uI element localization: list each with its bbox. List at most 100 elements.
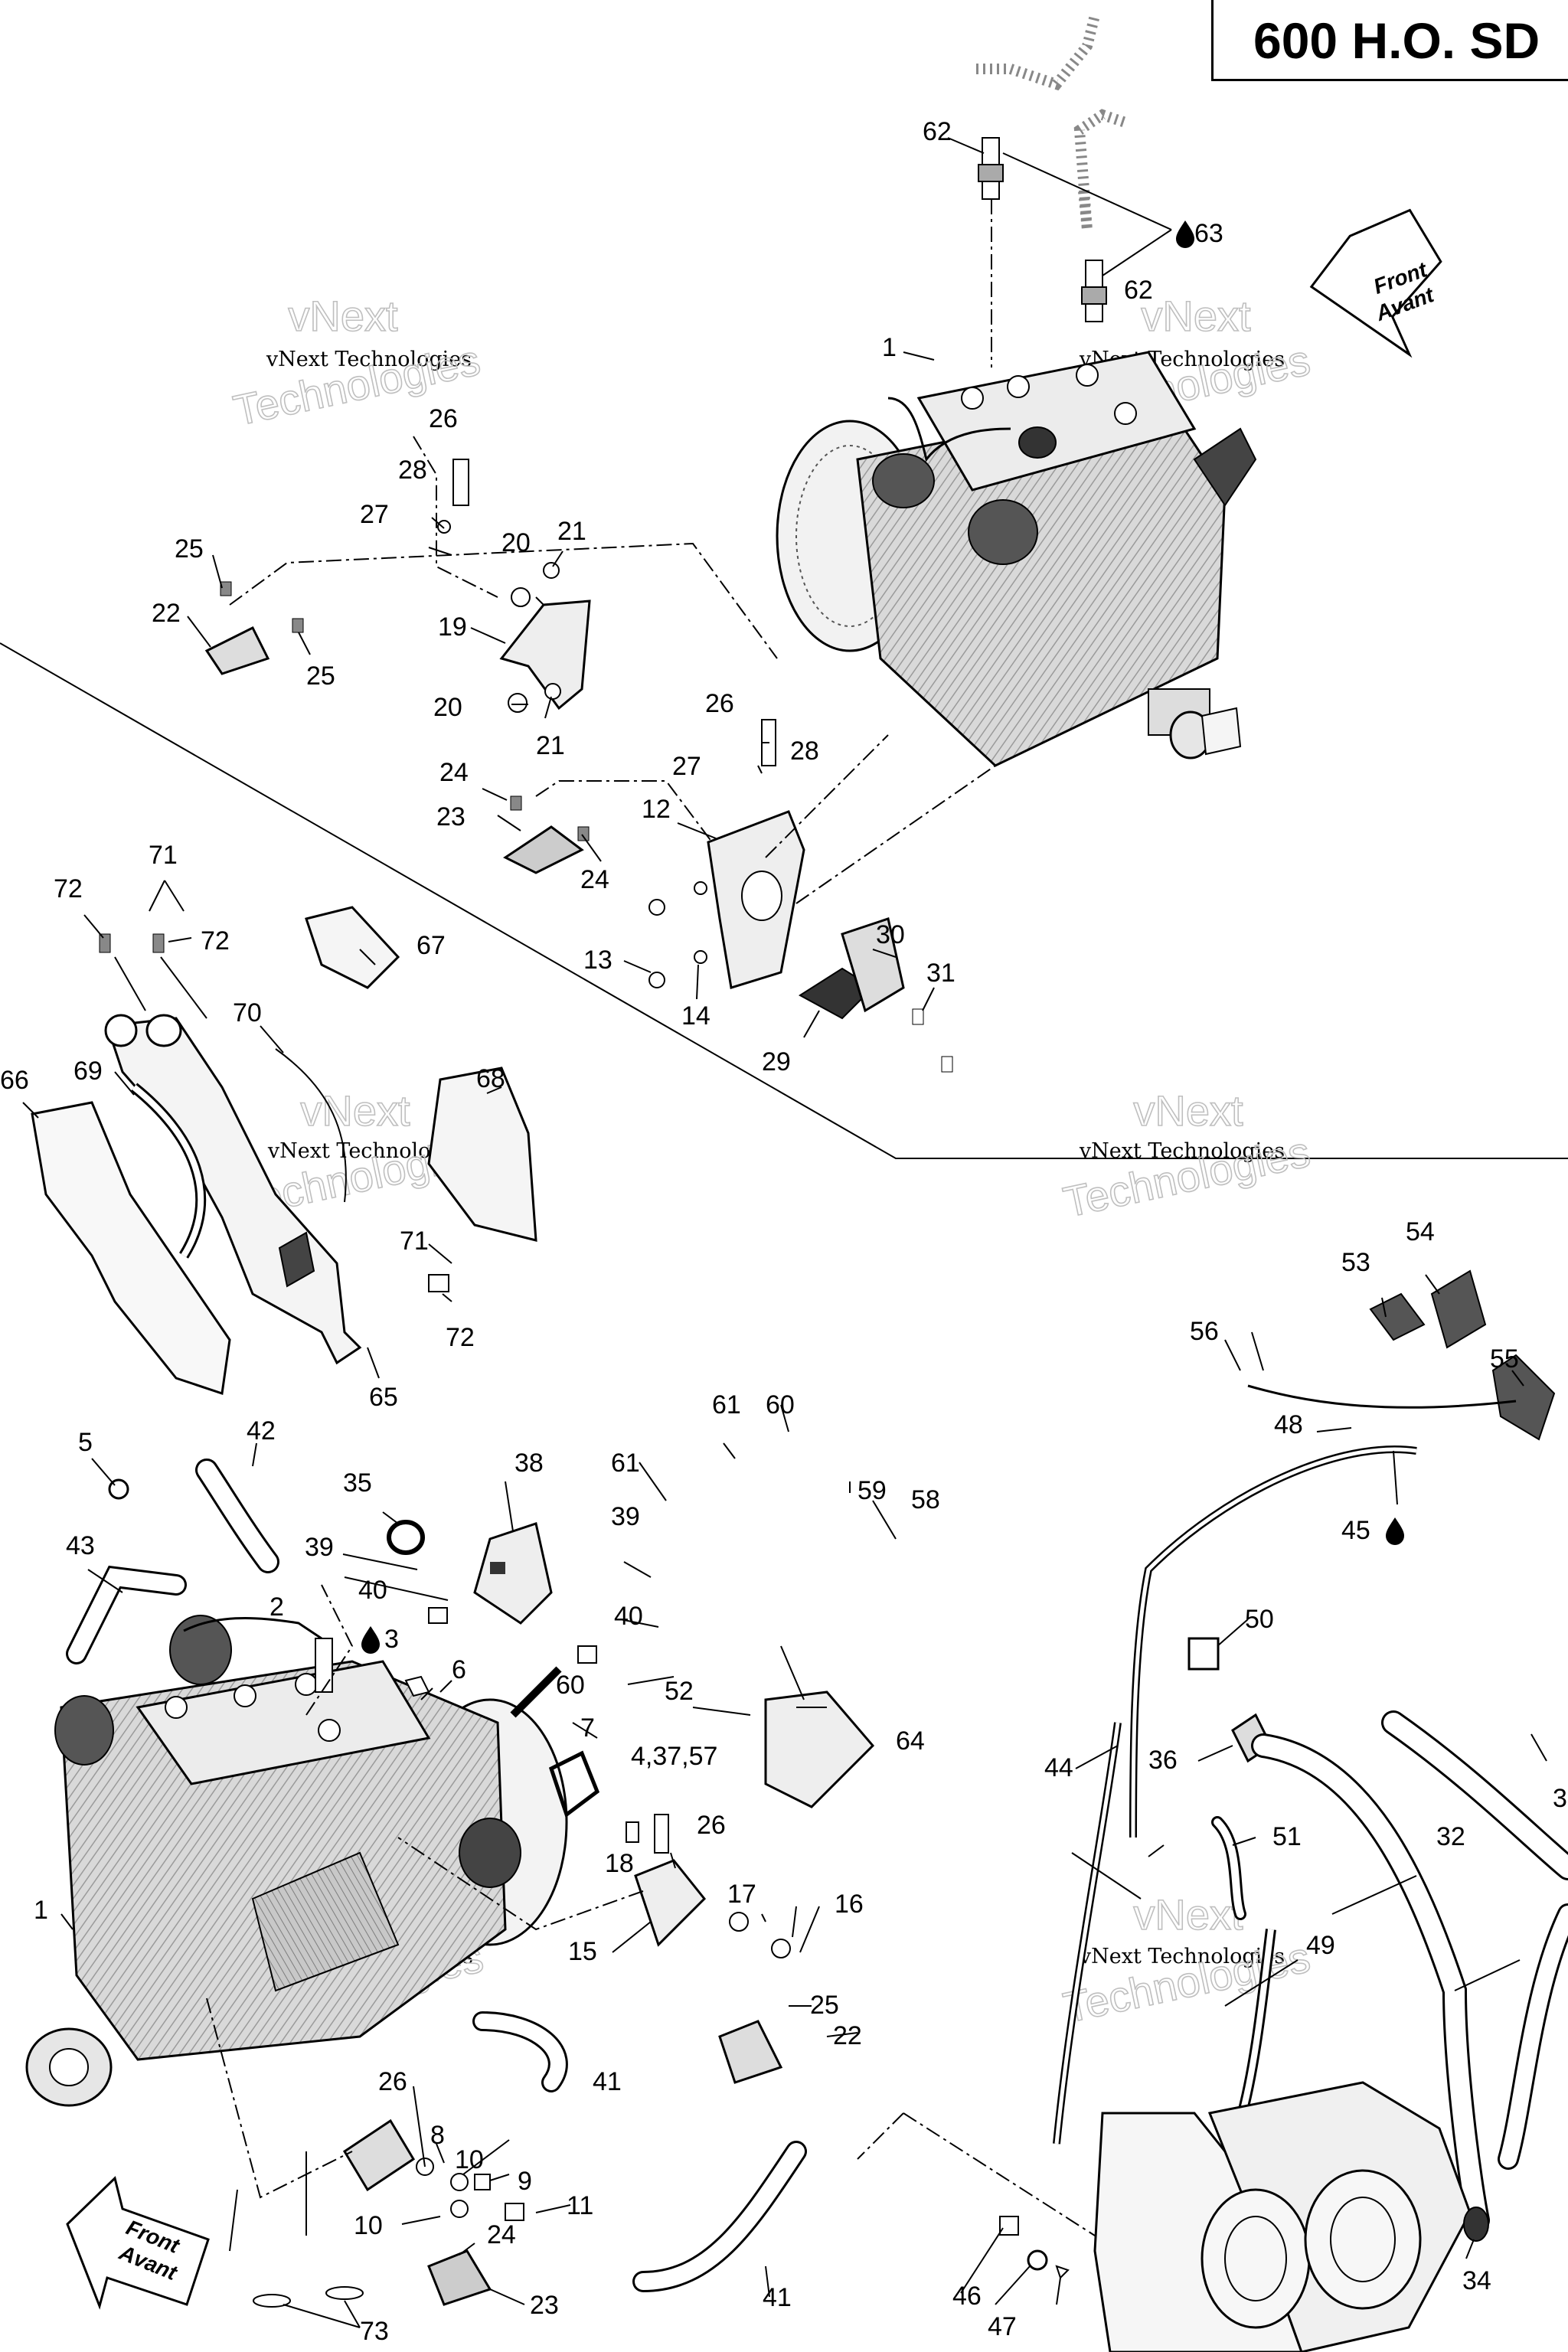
callout-53: 53 [1341,1248,1370,1277]
callout-48: 48 [1274,1410,1303,1439]
callout-22: 22 [833,2021,862,2050]
callout-49: 49 [1306,1931,1335,1960]
watermark-4: vNext vNext Technologies Technologies [1059,1086,1315,1227]
callout-66: 66 [0,1066,29,1095]
callout-24: 24 [487,2220,516,2249]
callout-18: 18 [605,1849,634,1878]
leader-lines [22,137,1547,2328]
callout-27: 27 [360,500,389,529]
callout-1: 1 [882,333,897,362]
callout-7: 7 [580,1713,595,1743]
callout-11: 11 [567,2191,593,2220]
callout-42: 42 [247,1416,276,1446]
watermark-6: vNext vNext Technologies Technologies [1059,1890,1315,2032]
callout-35: 35 [343,1468,372,1498]
callout-26: 26 [429,404,458,433]
callout-41: 41 [763,2283,792,2312]
callout-19: 19 [438,612,467,642]
callout-55: 55 [1490,1344,1519,1374]
callout-33: 3 [1553,1784,1567,1813]
callout-27: 27 [672,752,701,781]
callout-67: 67 [416,931,446,960]
callout-72: 72 [54,874,83,903]
engine-mounts-top [204,436,996,1073]
callout-2: 2 [270,1592,284,1622]
callout-8: 8 [430,2121,445,2150]
callout-72: 72 [446,1323,475,1352]
callout-47: 47 [988,2312,1017,2341]
callout-59: 59 [858,1476,887,1505]
callout-41: 41 [593,2067,622,2096]
callout-21: 21 [536,731,565,760]
watermark-small-text: vNext Technologies [266,348,472,371]
callout-23: 23 [436,802,466,831]
callout-26: 26 [705,689,734,718]
callout-65: 65 [369,1383,398,1412]
front-arrow-bottom: Front Avant [66,2176,210,2310]
callout-6: 6 [452,1655,466,1684]
callout-labels: 62 63 62 1 26 28 27 20 21 25 22 25 19 20… [0,117,1567,2346]
callout-56: 56 [1190,1317,1219,1346]
callout-34: 34 [1462,2266,1491,2295]
callout-32: 32 [1436,1822,1465,1851]
watermark-big-text: vNext [288,292,398,340]
belt-guard-assembly [31,906,537,1395]
callout-60: 60 [556,1671,585,1700]
callout-4-37-57: 4,37,57 [631,1742,717,1771]
callout-58: 58 [911,1485,940,1514]
callout-29: 29 [762,1047,791,1076]
engine-top [776,351,1257,767]
callout-39: 39 [305,1533,334,1562]
watermark-big-text: vNext [1133,1890,1243,1939]
callout-14: 14 [681,1001,710,1031]
callout-20: 20 [433,693,462,722]
callout-23: 23 [530,2291,559,2320]
callout-62: 62 [1124,276,1153,305]
callout-24: 24 [580,865,609,894]
callout-16: 16 [835,1890,864,1919]
watermark-big-text: vNext [1141,292,1251,340]
engine-bottom [25,1615,568,2107]
spark-plugs-top [976,14,1128,368]
callout-45: 45 [1341,1516,1370,1545]
callout-17: 17 [727,1880,756,1909]
callout-26: 26 [697,1811,726,1840]
callout-3: 3 [384,1625,399,1654]
watermark-big-text: vNext [300,1086,410,1135]
callout-73: 73 [360,2317,389,2346]
callout-15: 15 [568,1937,597,1966]
callout-24: 24 [439,758,469,787]
callout-64: 64 [896,1726,925,1756]
callout-70: 70 [233,998,262,1027]
oil-drop-icon [1176,220,1194,248]
callout-51: 51 [1272,1822,1302,1851]
callout-60: 60 [766,1390,795,1419]
watermark-small-text: vNext Technologies [1079,1139,1285,1163]
callout-62: 62 [923,117,952,146]
callout-71: 71 [149,841,178,870]
callout-68: 68 [476,1064,505,1093]
callout-39: 39 [611,1502,640,1531]
watermark-big-text: vNext [1133,1086,1243,1135]
callout-61: 61 [611,1449,640,1478]
callout-43: 43 [66,1531,95,1560]
oil-drop-icon [1386,1517,1404,1545]
callout-21: 21 [557,517,586,546]
oil-drop-icon [361,1626,380,1654]
callout-25: 25 [175,534,204,564]
callout-50: 50 [1245,1605,1274,1634]
watermark-small-text: vNext Technologies [1079,1945,1285,1968]
callout-40: 40 [614,1602,643,1631]
callout-13: 13 [583,946,612,975]
callout-20: 20 [501,528,531,557]
exhaust-section [857,1269,1568,2352]
callout-28: 28 [398,456,427,485]
callout-61: 61 [712,1390,741,1419]
section-divider [0,642,1568,1159]
callout-63: 63 [1194,219,1223,248]
bottom-left-parts [66,1459,875,2308]
callout-25: 25 [810,1991,839,2020]
callout-44: 44 [1044,1753,1073,1782]
callout-5: 5 [78,1428,93,1457]
